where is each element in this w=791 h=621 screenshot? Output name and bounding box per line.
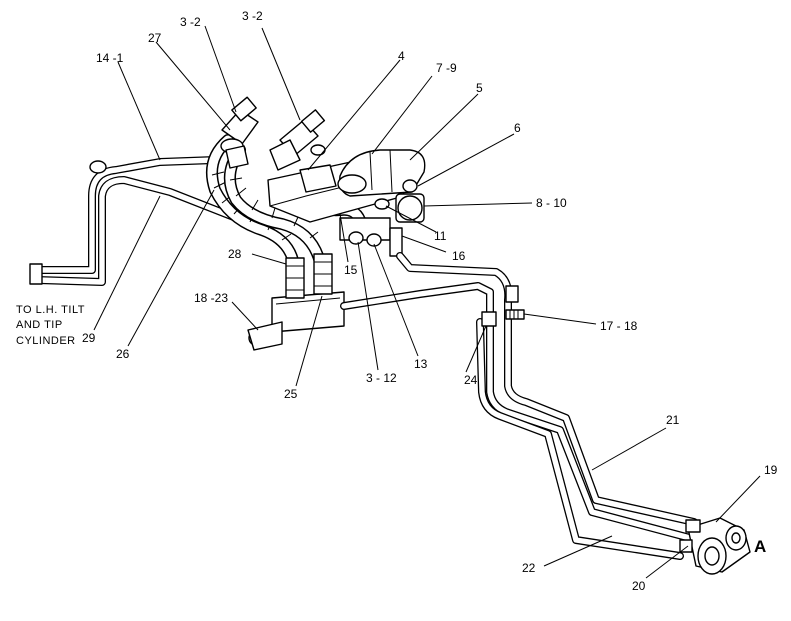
note-line-3: CYLINDER	[16, 335, 76, 347]
pipe-29	[34, 176, 276, 286]
callout-24: 24	[464, 373, 478, 387]
callout-29: 29	[82, 331, 96, 345]
hose-27	[224, 144, 326, 268]
callout-3-12: 3 - 12	[366, 371, 397, 385]
pipe-end-left	[29, 160, 107, 285]
callout-5: 5	[476, 81, 483, 95]
callout-15: 15	[344, 263, 358, 277]
pipe-14-1	[32, 156, 219, 274]
callout-3-2-right: 3 -2	[242, 9, 263, 23]
leader-lines	[93, 25, 761, 579]
callout-4: 4	[398, 49, 405, 63]
clamp-24	[481, 285, 519, 327]
callout-18-23: 18 -23	[194, 291, 228, 305]
fitting-28	[285, 253, 333, 299]
callout-28: 28	[228, 247, 242, 261]
end-flange	[679, 517, 751, 575]
fitting-3-2-left	[220, 96, 259, 169]
callout-7-9: 7 -9	[436, 61, 457, 75]
callout-17-18: 17 - 18	[600, 319, 638, 333]
callout-3-2-left: 3 -2	[180, 15, 201, 29]
pipe-22	[476, 318, 684, 560]
callout-16: 16	[452, 249, 466, 263]
lower-fittings	[339, 217, 403, 257]
callout-8-10: 8 - 10	[536, 196, 567, 210]
callout-6: 6	[514, 121, 521, 135]
callout-11: 11	[434, 229, 447, 243]
view-label-a: A	[754, 537, 766, 556]
pipe-21	[396, 252, 698, 526]
fitting-11	[374, 198, 390, 210]
fitting-3-2-right	[269, 109, 326, 171]
callout-20: 20	[632, 579, 646, 593]
callout-27: 27	[148, 31, 162, 45]
callout-26: 26	[116, 347, 130, 361]
pipe-24	[340, 282, 694, 542]
callout-21: 21	[666, 413, 680, 427]
note-line-2: AND TIP	[16, 319, 63, 331]
bolt-17-18	[505, 309, 525, 320]
callout-labels: 14 -1 27 3 -2 3 -2 4 7 -9 5 6 8 - 10 11 …	[82, 9, 778, 593]
callout-22: 22	[522, 561, 536, 575]
note-line-1: TO L.H. TILT	[16, 304, 85, 316]
cylinder-note: TO L.H. TILT AND TIP CYLINDER	[16, 304, 85, 347]
callout-13: 13	[414, 357, 428, 371]
manifold-25	[247, 291, 345, 351]
callout-14-1: 14 -1	[96, 51, 124, 65]
callout-19: 19	[764, 463, 778, 477]
callout-25: 25	[284, 387, 298, 401]
